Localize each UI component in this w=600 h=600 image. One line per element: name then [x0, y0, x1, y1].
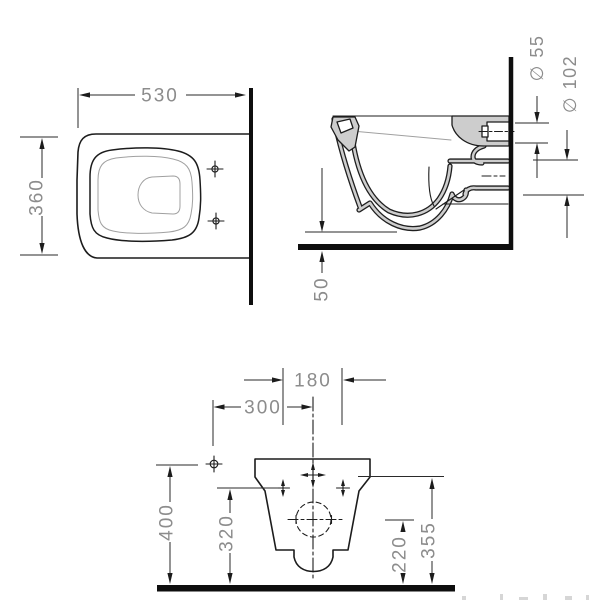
- dim-label: ∅ 55: [527, 35, 547, 82]
- dim-label: 360: [27, 178, 48, 216]
- water-line: [351, 130, 452, 141]
- arrowhead: [79, 92, 90, 98]
- drain-circle: [287, 501, 346, 538]
- inner-rim-outline: [97, 155, 194, 234]
- dim-label: 180: [294, 371, 332, 392]
- arrowhead: [343, 377, 354, 383]
- center-marker: [300, 462, 326, 488]
- dimension-180: 180: [244, 368, 386, 425]
- dim-label: 355: [419, 521, 440, 559]
- dimension-dia-102: ∅ 102: [523, 55, 584, 238]
- arrowhead: [400, 521, 406, 532]
- mounting-marker-left: [275, 479, 291, 497]
- dim-label: 50: [312, 276, 333, 301]
- arrowhead: [319, 251, 325, 262]
- fixing-point-marker-2: [207, 212, 225, 230]
- arrowhead: [301, 404, 313, 410]
- arrowhead: [39, 243, 45, 254]
- rim-hole: [336, 118, 354, 134]
- arrowhead: [227, 489, 233, 500]
- fixing-point-marker-1: [206, 160, 224, 178]
- arrowhead: [429, 573, 435, 584]
- side-view: ∅ 55 ∅ 102 50: [298, 35, 584, 302]
- mounting-marker-right: [335, 479, 351, 497]
- floor-line: [298, 244, 513, 250]
- arrowhead: [39, 138, 45, 149]
- trap-line: [435, 189, 465, 210]
- dimension-320: 320: [217, 487, 278, 584]
- rear-view: 180 300: [156, 368, 589, 600]
- arrowhead: [167, 466, 173, 477]
- dimension-depth-360: 360: [20, 136, 58, 256]
- arrowhead: [429, 478, 435, 489]
- dim-label: 530: [141, 86, 179, 107]
- floor-line: [157, 585, 455, 592]
- dimension-width-530: 530: [77, 86, 246, 128]
- trap-line: [428, 166, 435, 207]
- rear-outline: [254, 458, 371, 573]
- arrowhead: [167, 573, 173, 584]
- dim-label: 220: [390, 535, 411, 573]
- dimension-400: 400: [156, 464, 198, 584]
- arrowhead: [213, 404, 225, 410]
- dimension-50: 50: [305, 168, 397, 302]
- dimension-300: 300: [212, 398, 313, 446]
- water-outline: [137, 175, 181, 215]
- arrowhead: [534, 112, 540, 123]
- dim-label: 400: [157, 503, 178, 541]
- side-profile: [330, 115, 515, 232]
- arrowhead: [564, 149, 570, 160]
- dim-label: ∅ 102: [560, 55, 580, 113]
- dimension-dia-55: ∅ 55: [515, 35, 549, 178]
- supply-point-marker: [205, 455, 223, 473]
- dimension-220: 220: [385, 519, 414, 584]
- dimension-355: 355: [358, 476, 444, 584]
- arrowhead: [227, 573, 233, 584]
- bowl-outline: [89, 147, 202, 243]
- arrowhead: [235, 92, 246, 98]
- arrowhead: [564, 195, 570, 206]
- dim-label: 320: [217, 514, 238, 552]
- arrowhead: [319, 221, 325, 232]
- toilet-plan-outline: [76, 133, 252, 259]
- cropped-text-fragment: [462, 594, 589, 600]
- arrowhead: [534, 143, 540, 154]
- dim-label: 300: [244, 398, 282, 419]
- arrowhead: [272, 377, 283, 383]
- plan-view: 530 360: [20, 86, 253, 305]
